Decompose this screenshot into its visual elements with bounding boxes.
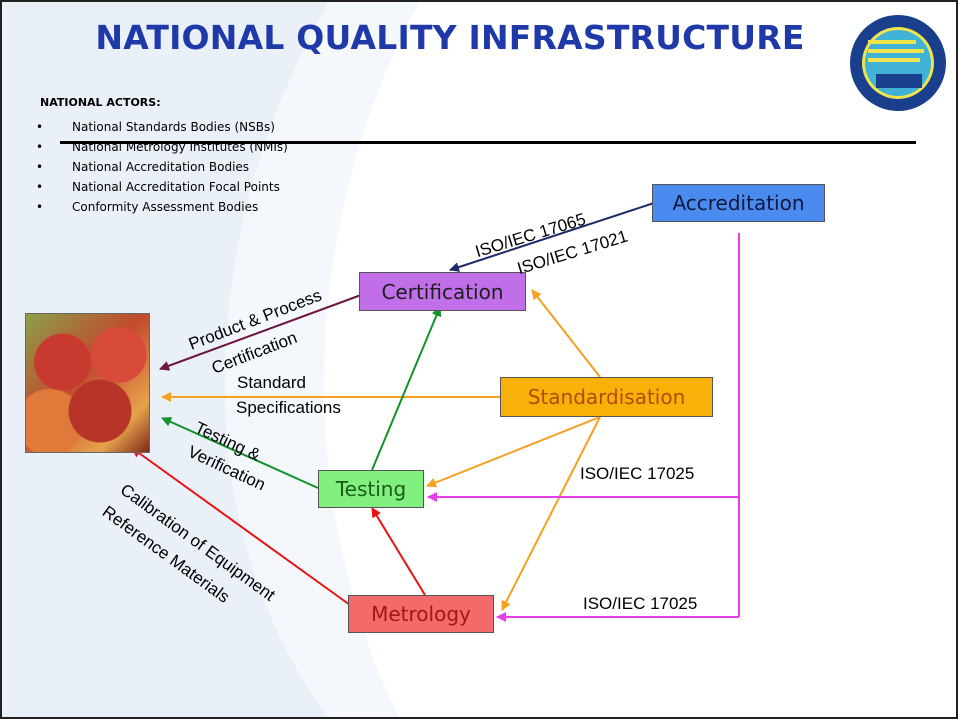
label-specifications: Specifications (236, 398, 341, 417)
arrow-accreditation-certification (449, 202, 655, 272)
arrow-standardisation-certification (531, 289, 601, 378)
node-testing: Testing (318, 470, 424, 508)
actor-item: National Standards Bodies (NSBs) (36, 117, 288, 137)
actor-item: National Metrology Institutes (NMIs) (36, 137, 288, 157)
header-rule (60, 141, 916, 144)
actors-list: National Standards Bodies (NSBs) Nationa… (36, 117, 288, 217)
actor-item: National Accreditation Focal Points (36, 177, 288, 197)
mango-photo (25, 313, 150, 453)
crosq-logo (848, 8, 950, 126)
actor-item: National Accreditation Bodies (36, 157, 288, 177)
actors-heading: NATIONAL ACTORS: (40, 96, 161, 109)
arrow-certification-photo (159, 294, 362, 371)
label-iso-17025-testing: ISO/IEC 17025 (580, 464, 695, 483)
node-standardisation: Standardisation (500, 377, 713, 417)
node-metrology: Metrology (348, 595, 494, 633)
page-title: NATIONAL QUALITY INFRASTRUCTURE (95, 18, 805, 57)
node-certification: Certification (359, 272, 526, 311)
arrow-metrology-photo (131, 447, 351, 606)
arrow-standardisation-testing (426, 416, 601, 488)
arrow-testing-certification (371, 306, 442, 471)
arrow-metrology-testing (371, 507, 426, 596)
label-standard: Standard (237, 373, 306, 392)
node-accreditation: Accreditation (652, 184, 825, 222)
label-iso-17025-metrology: ISO/IEC 17025 (583, 594, 698, 613)
logo-emblem (850, 15, 946, 111)
arrow-standardisation-metrology (501, 416, 601, 611)
actor-item: Conformity Assessment Bodies (36, 197, 288, 217)
arrow-testing-photo (161, 417, 319, 489)
